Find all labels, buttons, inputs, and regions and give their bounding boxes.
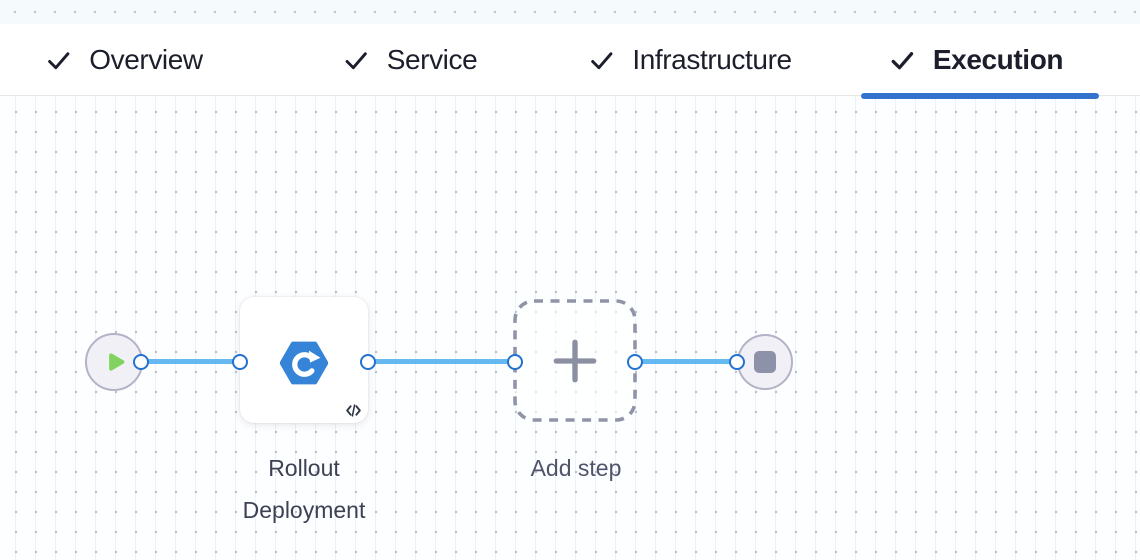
checkmark-icon <box>591 51 613 69</box>
tab-execution-label: Execution <box>932 44 1064 75</box>
step-node-label: Rollout Deployment <box>242 455 366 523</box>
checkmark-icon <box>345 51 367 69</box>
port-start-out[interactable] <box>133 354 149 370</box>
connector-step-to-addstep <box>368 359 515 364</box>
add-step-node[interactable] <box>513 299 637 422</box>
pipeline-end-node[interactable] <box>737 334 793 390</box>
stage-canvas-strip <box>0 0 1140 24</box>
checkmark-icon <box>891 51 914 69</box>
tab-service[interactable]: Service <box>343 24 478 96</box>
execution-canvas[interactable]: Rollout Deployment Add step <box>0 96 1140 560</box>
add-step-label: Add step <box>530 455 622 481</box>
tab-infrastructure-label: Infrastructure <box>632 44 792 75</box>
port-step-in[interactable] <box>232 354 248 370</box>
port-step-out[interactable] <box>360 354 376 370</box>
connector-addstep-to-end <box>635 359 737 364</box>
tab-infrastructure[interactable]: Infrastructure <box>588 24 792 96</box>
port-addstep-out[interactable] <box>627 354 643 370</box>
stop-square-icon <box>754 351 776 373</box>
step-node-rollout-deployment[interactable] <box>240 297 368 423</box>
tab-overview-label: Overview <box>89 44 203 75</box>
port-end-in[interactable] <box>729 354 745 370</box>
checkmark-icon <box>48 51 70 69</box>
tab-service-label: Service <box>386 44 478 75</box>
play-icon <box>109 353 125 371</box>
tab-overview[interactable]: Overview <box>45 24 203 96</box>
port-addstep-in[interactable] <box>507 354 523 370</box>
tab-execution[interactable]: Execution <box>889 24 1064 96</box>
active-tab-indicator <box>861 93 1099 99</box>
stage-config-tabbar: Overview Service Infrastructure Executio… <box>0 24 1140 99</box>
connector-start-to-step <box>141 359 240 364</box>
kubernetes-rollout-icon <box>280 341 328 385</box>
plus-icon <box>553 339 597 382</box>
code-icon[interactable] <box>345 402 362 419</box>
